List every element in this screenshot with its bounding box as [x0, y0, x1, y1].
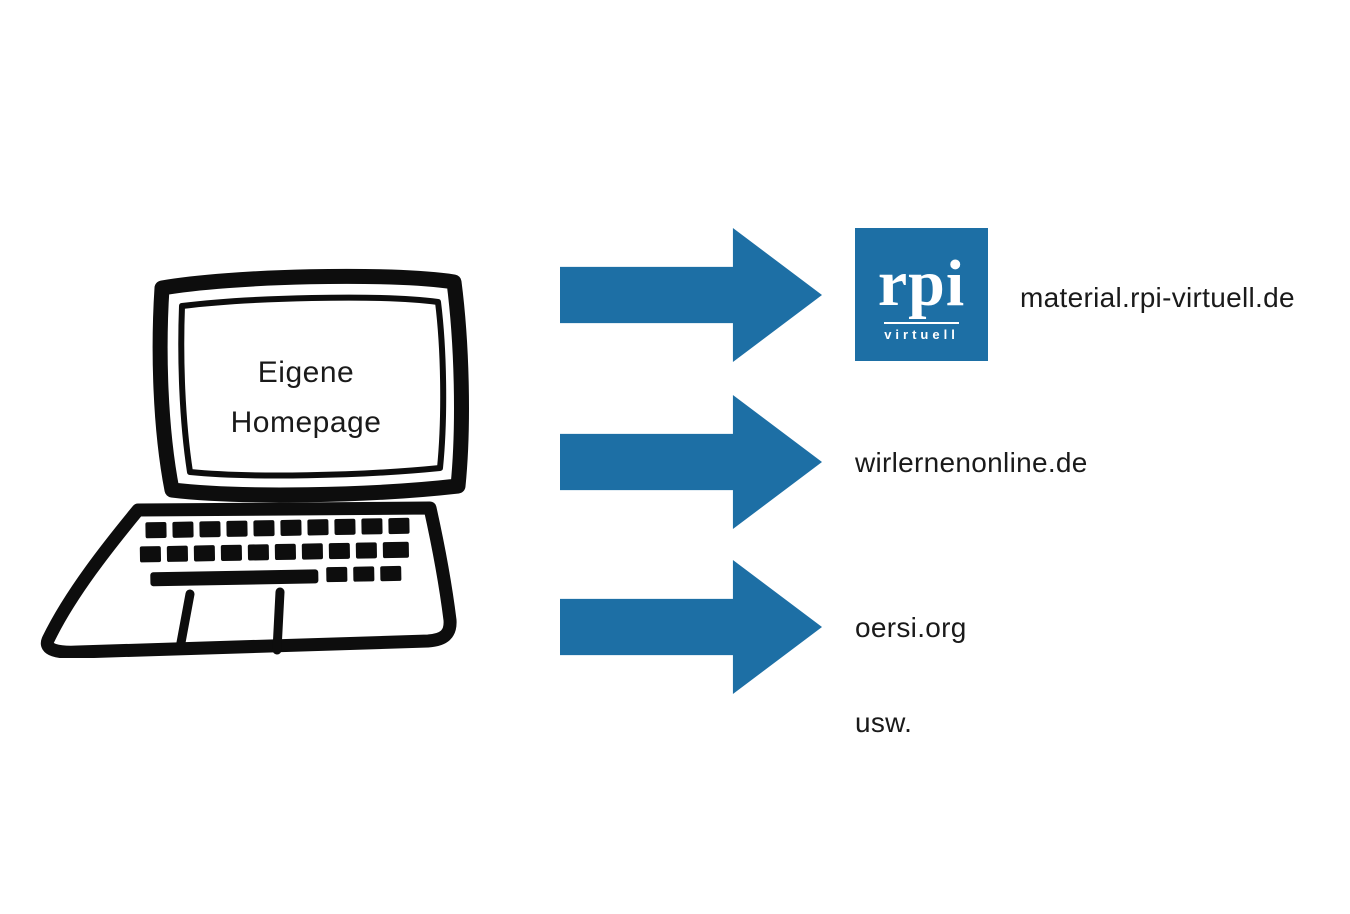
target-label-oersi: oersi.org — [855, 612, 967, 643]
flow-arrow-icon-1 — [560, 228, 822, 362]
target-label-wirlernenonline: wirlernenonline.de — [855, 447, 1088, 478]
laptop-illustration — [40, 268, 469, 658]
rpi-logo-text: rpi — [877, 246, 966, 320]
flow-arrow-icon-2 — [560, 395, 822, 529]
target-label-rpi-virtuell: material.rpi-virtuell.de — [1020, 282, 1295, 313]
laptop-screen-line1: Eigene — [257, 356, 355, 389]
rpi-virtuell-logo: rpi virtuell — [855, 228, 988, 361]
laptop-keyboard — [139, 517, 410, 587]
rpi-logo-subtext: virtuell — [884, 321, 959, 342]
flow-arrow-icon-3 — [560, 560, 822, 694]
laptop-screen-label: Eigene Homepage — [170, 348, 442, 448]
laptop-screen-line2: Homepage — [230, 406, 382, 439]
etc-label: usw. — [855, 707, 913, 738]
